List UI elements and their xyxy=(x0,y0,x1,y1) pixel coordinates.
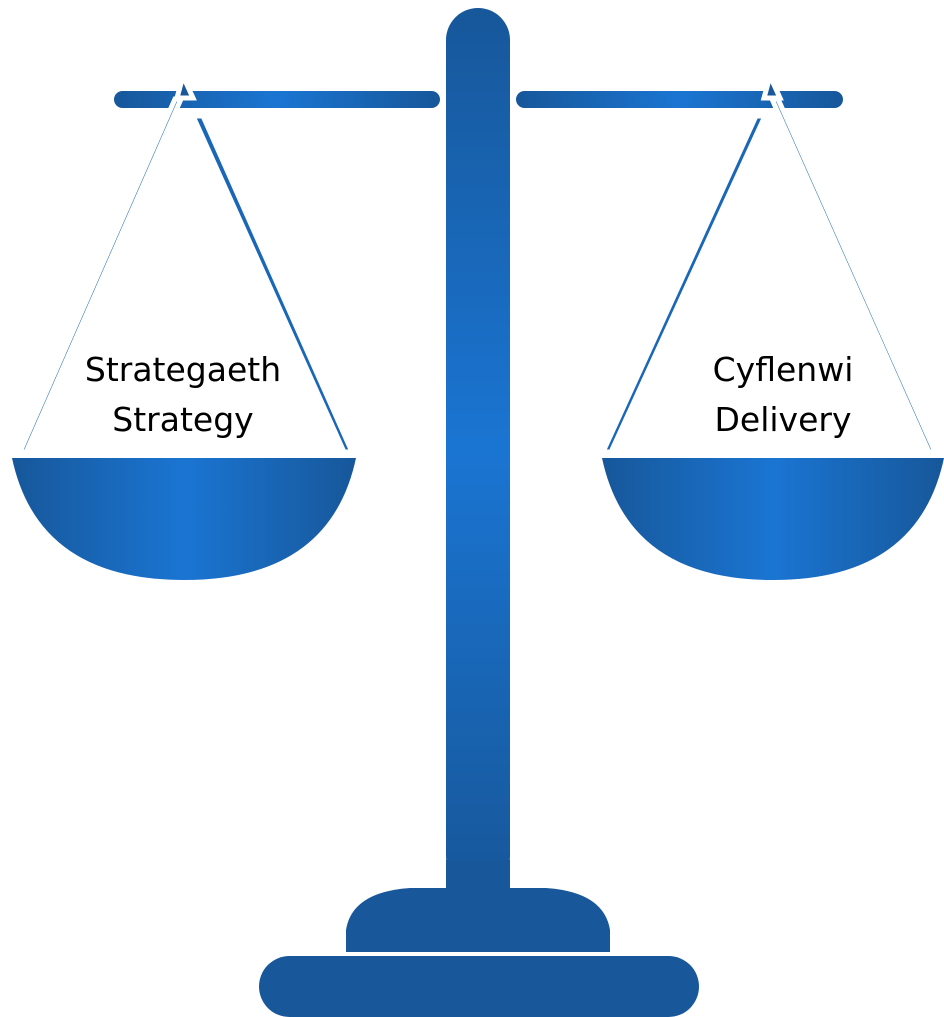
left-pan-label-english: Strategy xyxy=(112,400,254,439)
central-post xyxy=(446,8,510,888)
left-pan-hanger xyxy=(16,68,356,455)
base-bar xyxy=(259,956,699,1017)
right-pan-hanger xyxy=(599,68,939,455)
right-pan-label: Cyflenwi Delivery xyxy=(653,345,913,445)
base-dome xyxy=(346,888,610,952)
right-pan-label-welsh: Cyflenwi xyxy=(712,350,854,389)
beam-left xyxy=(114,91,440,108)
right-pan xyxy=(602,458,944,580)
left-pan-label: Strategaeth Strategy xyxy=(53,345,313,445)
right-pan-label-english: Delivery xyxy=(714,400,852,439)
left-pan xyxy=(12,458,356,580)
beam-right xyxy=(516,91,843,108)
left-pan-label-welsh: Strategaeth xyxy=(84,350,282,389)
